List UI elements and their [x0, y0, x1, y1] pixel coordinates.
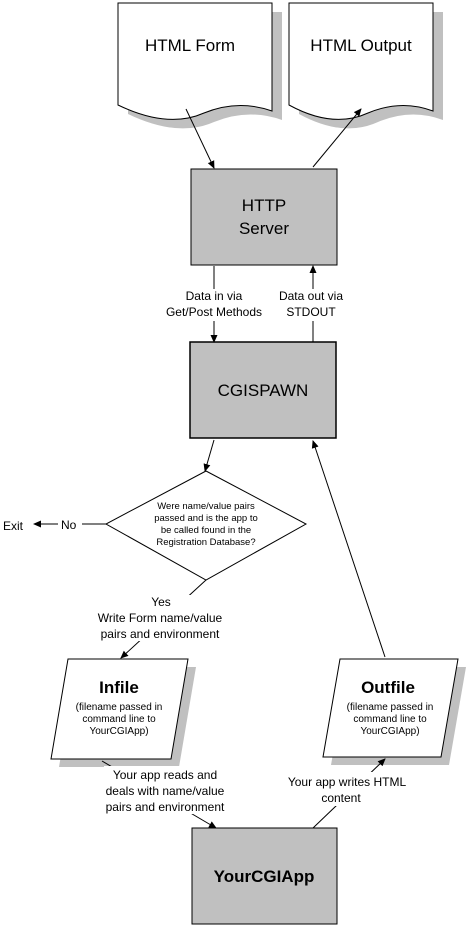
infile-title: Infile	[99, 678, 139, 697]
html-form-document: HTML Form	[117, 2, 282, 129]
arrow-cgispawn-to-decision	[203, 439, 215, 472]
exit-label: Exit	[3, 519, 24, 533]
data-out-label-2: STDOUT	[286, 305, 336, 319]
outfile-title: Outfile	[361, 678, 415, 697]
no-label: No	[61, 518, 77, 532]
app-reads-label-1: Your app reads and	[113, 768, 217, 782]
outfile-line-2: command line to	[353, 714, 427, 725]
registration-decision: Were name/value pairs passed and is the …	[104, 470, 308, 581]
decision-line-4: Registration Database?	[156, 537, 255, 548]
http-server-box: HTTP Server	[190, 168, 338, 266]
yourcgiapp-box: YourCGIApp	[191, 827, 338, 925]
decision-line-3: be called found in the	[161, 525, 251, 536]
app-writes-label-1: Your app writes HTML	[288, 775, 407, 789]
infile-line-3: YourCGIApp)	[89, 726, 148, 737]
infile-line-2: command line to	[82, 714, 156, 725]
yourcgiapp-label: YourCGIApp	[214, 867, 315, 886]
app-reads-label-2: deals with name/value	[106, 784, 225, 798]
app-reads-label-3: pairs and environment	[106, 800, 225, 814]
data-in-label-1: Data in via	[186, 289, 243, 303]
outfile-line-3: YourCGIApp)	[360, 726, 419, 737]
arrow-form-to-server	[185, 108, 215, 169]
data-in-label-2: Get/Post Methods	[166, 305, 262, 319]
infile-node: Infile (filename passed in command line …	[50, 658, 196, 767]
decision-line-1: Were name/value pairs	[157, 501, 255, 512]
html-output-label: HTML Output	[310, 36, 412, 55]
data-out-label-1: Data out via	[279, 289, 343, 303]
cgispawn-label: CGISPAWN	[218, 381, 309, 400]
decision-line-2: passed and is the app to	[154, 513, 258, 524]
app-writes-label-2: content	[321, 791, 361, 805]
http-server-label-2: Server	[239, 219, 289, 238]
cgispawn-box: CGISPAWN	[189, 341, 337, 439]
outfile-node: Outfile (filename passed in command line…	[322, 658, 466, 765]
infile-line-1: (filename passed in	[76, 702, 163, 713]
http-server-label-1: HTTP	[242, 196, 286, 215]
write-form-label-1: Write Form name/value	[98, 611, 223, 625]
html-output-document: HTML Output	[288, 2, 443, 129]
arrow-outfile-to-cgispawn	[311, 440, 386, 658]
html-form-label: HTML Form	[145, 36, 235, 55]
write-form-label-2: pairs and environment	[101, 627, 220, 641]
arrow-server-to-output	[312, 108, 362, 168]
outfile-line-1: (filename passed in	[347, 702, 434, 713]
yes-label: Yes	[151, 595, 171, 609]
